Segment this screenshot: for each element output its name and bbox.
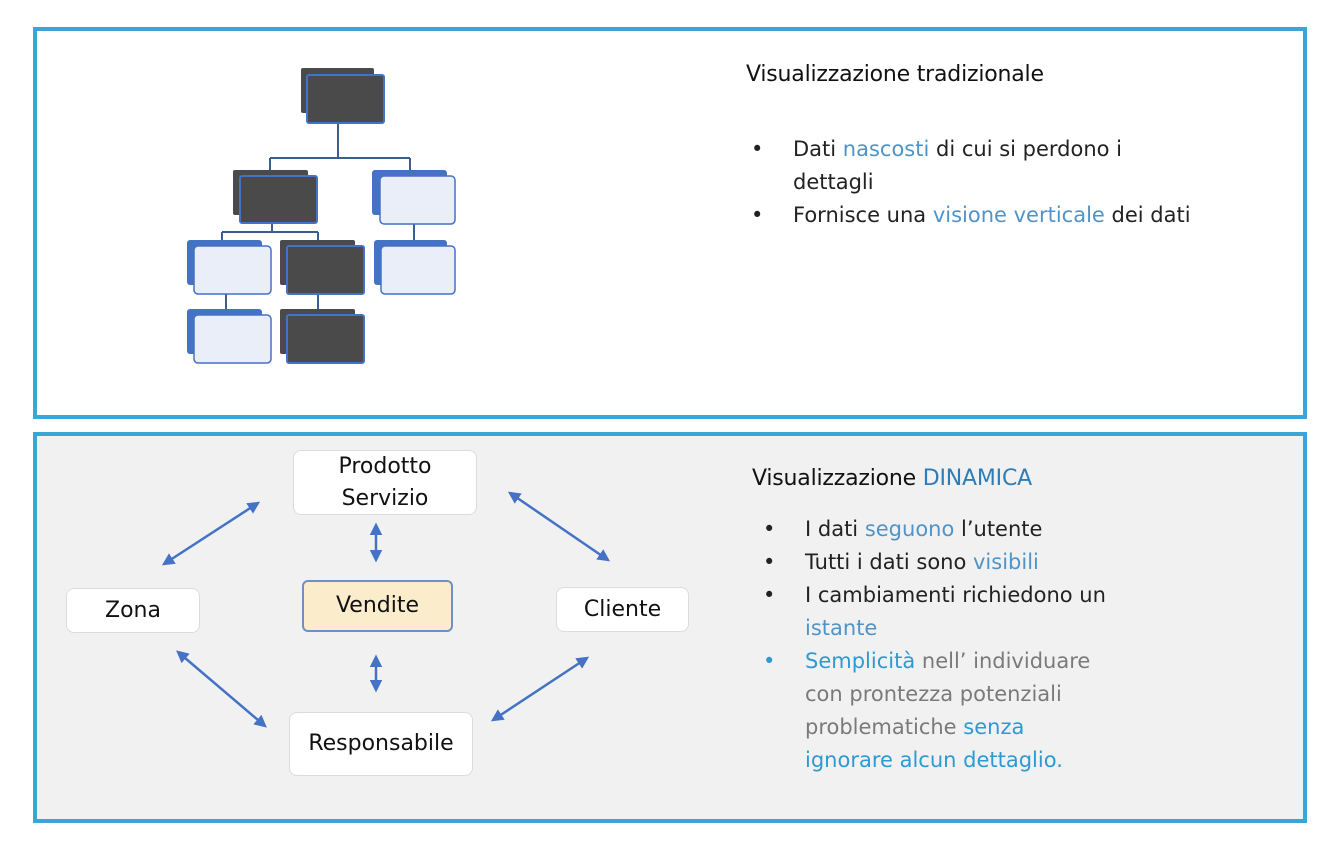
- org-node-dark-e: [280, 309, 365, 364]
- org-node-light-right: [372, 170, 456, 225]
- org-node-light-a: [187, 240, 272, 295]
- dynamic-bullet-2: •Tutti i dati sono visibili: [763, 550, 1039, 574]
- arrow-client-manager: [490, 656, 590, 722]
- dynamic-title: Visualizzazione DINAMICA: [752, 466, 1032, 491]
- node-zone: Zona: [66, 588, 200, 633]
- org-chart-connectors: [221, 122, 415, 310]
- arrow-zone-manager: [176, 650, 267, 728]
- org-node-light-c: [374, 240, 456, 295]
- org-node-light-d: [187, 309, 272, 364]
- org-node-root: [301, 68, 385, 124]
- node-client: Cliente: [556, 587, 689, 632]
- dynamic-bullet-1: •I dati seguono l’utente: [763, 517, 1043, 541]
- arrow-product-client: [507, 491, 611, 562]
- arrow-zone-product: [161, 501, 261, 566]
- dynamic-bullet-list: •I dati seguono l’utente •Tutti i dati s…: [759, 513, 1229, 777]
- traditional-bullet-2: •Fornisce una visione verticale dei dati: [751, 203, 1191, 227]
- node-sales: Vendite: [302, 580, 453, 632]
- traditional-title: Visualizzazione tradizionale: [746, 62, 1044, 87]
- node-manager: Responsabile: [289, 712, 473, 776]
- org-node-dark-left: [233, 170, 318, 224]
- org-node-dark-b: [280, 240, 365, 295]
